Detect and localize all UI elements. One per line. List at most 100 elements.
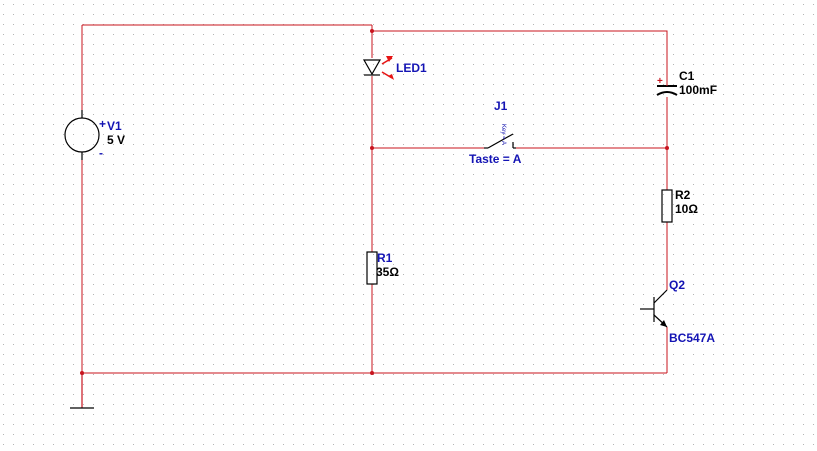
- grid-dot: [603, 84, 604, 85]
- grid-dot: [573, 204, 574, 205]
- grid-dot: [693, 444, 694, 445]
- grid-dot: [363, 194, 364, 195]
- grid-dot: [93, 424, 94, 425]
- grid-dot: [503, 414, 504, 415]
- grid-dot: [763, 94, 764, 95]
- grid-dot: [133, 414, 134, 415]
- grid-dot: [83, 404, 84, 405]
- grid-dot: [233, 154, 234, 155]
- grid-dot: [583, 24, 584, 25]
- grid-dot: [303, 34, 304, 35]
- grid-dot: [353, 384, 354, 385]
- grid-dot: [383, 304, 384, 305]
- grid-dot: [183, 54, 184, 55]
- grid-dot: [73, 244, 74, 245]
- grid-dot: [543, 184, 544, 185]
- grid-dot: [213, 224, 214, 225]
- grid-dot: [293, 74, 294, 75]
- grid-dot: [603, 314, 604, 315]
- grid-dot: [493, 364, 494, 365]
- grid-dot: [423, 234, 424, 235]
- grid-dot: [233, 444, 234, 445]
- grid-dot: [243, 194, 244, 195]
- grid-dot: [453, 274, 454, 275]
- grid-dot: [303, 224, 304, 225]
- grid-dot: [103, 104, 104, 105]
- grid-dot: [533, 34, 534, 35]
- grid-dot: [743, 254, 744, 255]
- grid-dot: [513, 314, 514, 315]
- transistor-q2[interactable]: Q2 BC547A: [640, 278, 715, 345]
- grid-dot: [653, 4, 654, 5]
- grid-dot: [773, 374, 774, 375]
- grid-dot: [633, 184, 634, 185]
- grid-dot: [783, 434, 784, 435]
- grid-dot: [23, 124, 24, 125]
- grid-dot: [573, 34, 574, 35]
- grid-dot: [343, 364, 344, 365]
- grid-dot: [233, 394, 234, 395]
- switch-j1[interactable]: Key = A J1 Taste = A: [469, 99, 522, 166]
- grid-dot: [733, 274, 734, 275]
- grid-dot: [433, 234, 434, 235]
- grid-dot: [413, 94, 414, 95]
- grid-dot: [43, 264, 44, 265]
- grid-dot: [673, 84, 674, 85]
- grid-dot: [483, 214, 484, 215]
- grid-dot: [93, 254, 94, 255]
- grid-dot: [473, 104, 474, 105]
- grid-dot: [633, 204, 634, 205]
- grid-dot: [763, 174, 764, 175]
- grid-dot: [773, 64, 774, 65]
- grid-dot: [303, 94, 304, 95]
- grid-dot: [403, 374, 404, 375]
- grid-dot: [383, 294, 384, 295]
- grid-dot: [93, 104, 94, 105]
- grid-dot: [753, 94, 754, 95]
- grid-dot: [193, 314, 194, 315]
- resistor-r2[interactable]: R2 10Ω: [661, 188, 698, 223]
- grid-dot: [103, 74, 104, 75]
- grid-dot: [753, 424, 754, 425]
- grid-dot: [63, 164, 64, 165]
- grid-dot: [753, 284, 754, 285]
- grid-dot: [43, 174, 44, 175]
- grid-dot: [363, 274, 364, 275]
- grid-dot: [103, 174, 104, 175]
- grid-dot: [83, 204, 84, 205]
- grid-dot: [163, 174, 164, 175]
- ground-symbol[interactable]: [70, 373, 94, 409]
- grid-dot: [483, 164, 484, 165]
- grid-dot: [253, 284, 254, 285]
- grid-dot: [263, 44, 264, 45]
- grid-dot: [803, 234, 804, 235]
- grid-dot: [513, 244, 514, 245]
- grid-dot: [3, 294, 4, 295]
- grid-dot: [383, 234, 384, 235]
- grid-dot: [163, 414, 164, 415]
- grid-dot: [793, 174, 794, 175]
- grid-dot: [293, 234, 294, 235]
- grid-dot: [123, 54, 124, 55]
- grid-dot: [753, 354, 754, 355]
- capacitor-c1[interactable]: + C1 100mF: [656, 69, 717, 97]
- grid-dot: [673, 104, 674, 105]
- grid-dot: [583, 164, 584, 165]
- grid-dot: [773, 344, 774, 345]
- led-led1[interactable]: LED1: [362, 56, 427, 80]
- grid-dot: [333, 384, 334, 385]
- grid-dot: [723, 434, 724, 435]
- grid-dot: [793, 104, 794, 105]
- voltage-source-v1[interactable]: + V1 5 V -: [64, 110, 125, 160]
- grid-dot: [723, 334, 724, 335]
- grid-dot: [793, 414, 794, 415]
- grid-dot: [343, 354, 344, 355]
- grid-dot: [313, 84, 314, 85]
- grid-dot: [483, 174, 484, 175]
- grid-dot: [493, 434, 494, 435]
- grid-dot: [483, 434, 484, 435]
- resistor-r1[interactable]: R1 35Ω: [366, 251, 399, 285]
- grid-dot: [173, 214, 174, 215]
- grid-dot: [663, 434, 664, 435]
- grid-dot: [63, 274, 64, 275]
